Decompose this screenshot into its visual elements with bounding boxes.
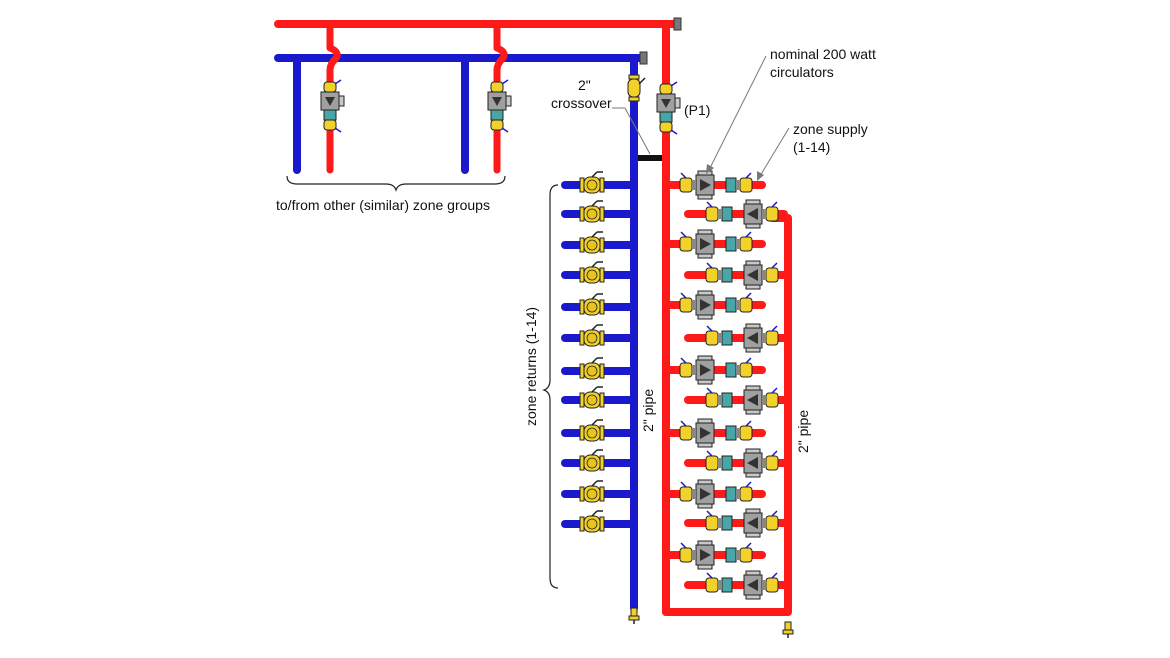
circulator-pump-icon (705, 448, 779, 478)
pipe-cap (673, 17, 682, 31)
check-valve-icon (725, 425, 737, 441)
ball-valve-icon (579, 261, 605, 284)
crossover-leader (612, 107, 651, 155)
crossover-label-line2: crossover (551, 95, 612, 111)
circulator-pump-icon (705, 323, 779, 353)
circulator-leader (709, 55, 767, 169)
check-valve-icon (659, 111, 673, 123)
circulator-pump-icon (705, 385, 779, 415)
ball-valve-icon (579, 171, 605, 194)
circulator-pump-icon (705, 570, 779, 600)
circulator-pump-icon (679, 170, 753, 200)
purge-valve-icon (628, 607, 640, 624)
other-groups-label: to/from other (similar) zone groups (276, 197, 490, 213)
ball-valve-icon (579, 419, 605, 442)
ball-valve-icon (579, 324, 605, 347)
check-valve-icon (721, 330, 733, 346)
purge-valve-icon (782, 621, 794, 638)
circulator-pump-icon (487, 79, 512, 133)
pipe-cap (639, 51, 648, 65)
zone-supply-label-line1: zone supply (793, 121, 868, 137)
check-valve-icon (721, 515, 733, 531)
ball-valve-icon (579, 357, 605, 380)
arrowhead (757, 171, 764, 181)
ball-valve-icon (579, 231, 605, 254)
check-valve-icon (725, 547, 737, 563)
return-pipe-size-label: 2" pipe (640, 388, 656, 432)
circulator-pump-icon (679, 540, 753, 570)
check-valve-icon (721, 267, 733, 283)
ball-valve-icon (579, 200, 605, 223)
check-valve-icon (490, 109, 504, 121)
ball-valve-icon (579, 386, 605, 409)
circulator-pump-icon (679, 418, 753, 448)
circulator-pump-icon (679, 355, 753, 385)
circulator-pump-icon (320, 79, 345, 133)
circulator-pump-icon (679, 229, 753, 259)
crossover-label-line1: 2" (578, 77, 591, 93)
check-valve-icon (721, 392, 733, 408)
check-valve-icon (725, 177, 737, 193)
ball-valve-icon (579, 449, 605, 472)
ball-valve-icon (627, 74, 646, 102)
circulators-label-line2: circulators (770, 64, 834, 80)
zone-returns-brace (542, 184, 559, 589)
ball-valve-icon (579, 293, 605, 316)
check-valve-icon (725, 362, 737, 378)
check-valve-icon (725, 486, 737, 502)
circulator-pump-icon (679, 290, 753, 320)
zone-group-supply-pipe (326, 20, 341, 174)
zone-supply-label-line2: (1-14) (793, 139, 831, 155)
check-valve-icon (725, 297, 737, 313)
check-valve-icon (721, 455, 733, 471)
zone-supply-leader (759, 127, 790, 177)
circulator-pump-icon (679, 479, 753, 509)
circulators-label-line1: nominal 200 watt (770, 46, 876, 62)
ball-valve-icon (579, 480, 605, 503)
check-valve-icon (721, 206, 733, 222)
check-valve-icon (323, 109, 337, 121)
p1-label: (P1) (684, 102, 711, 118)
arrowhead (706, 164, 714, 174)
zone-group-supply-pipe (493, 20, 508, 174)
check-valve-icon (721, 577, 733, 593)
check-valve-icon (725, 236, 737, 252)
other-groups-brace (286, 175, 506, 192)
circulator-pump-icon (656, 81, 681, 135)
circulator-pump-icon (705, 508, 779, 538)
circulator-pump-icon (705, 260, 779, 290)
zone-returns-label: zone returns (1-14) (523, 306, 539, 426)
ball-valve-icon (579, 510, 605, 533)
supply-pipe-size-label: 2" pipe (795, 409, 811, 453)
circulator-pump-icon (705, 199, 779, 229)
